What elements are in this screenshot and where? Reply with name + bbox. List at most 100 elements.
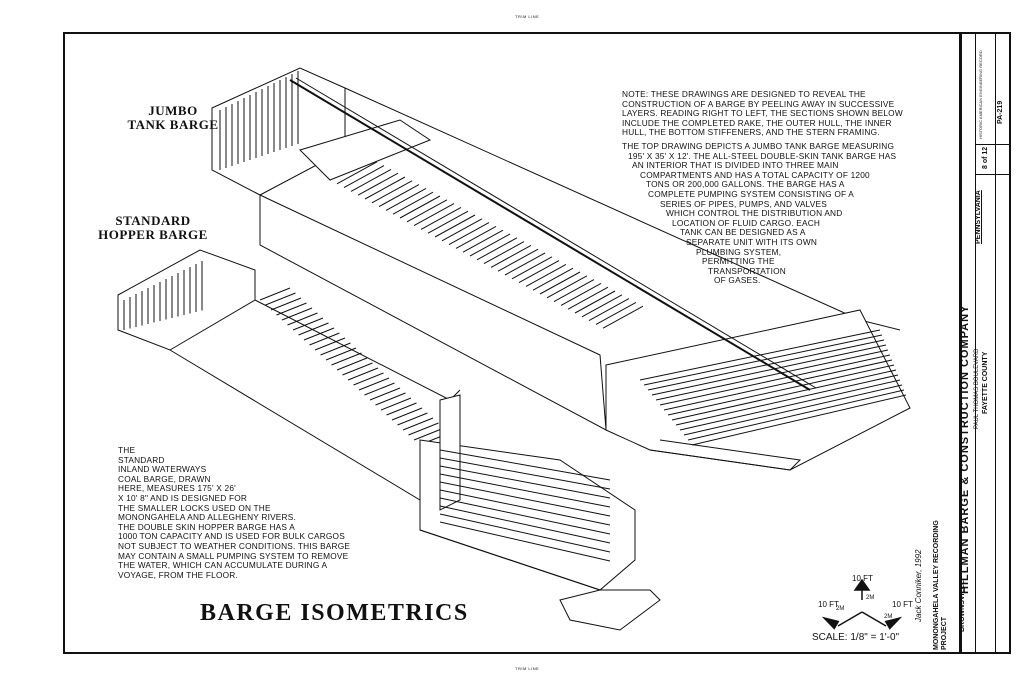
- hopper-rib: [281, 307, 313, 321]
- note-hopper-line: NOT SUBJECT TO WEATHER CONDITIONS. THIS …: [118, 540, 351, 551]
- jumbo-rib: [560, 282, 602, 306]
- note-jumbo-line: LOCATION OF FLUID CARGO. EACH: [672, 217, 821, 228]
- hopper-plank: [439, 513, 611, 553]
- note-hopper-line: COAL BARGE, DRAWN: [118, 473, 211, 484]
- jumbo-rib: [483, 241, 525, 265]
- trim-line-bottom: TRIM LINE: [515, 666, 540, 671]
- jumbo-rib: [574, 290, 616, 314]
- jumbo-rib: [497, 248, 539, 272]
- note-hopper-line: VOYAGE, FROM THE FLOOR.: [118, 569, 239, 580]
- jumbo-rib: [511, 256, 553, 280]
- jumbo-rib: [441, 218, 483, 242]
- hopper-plank: [439, 489, 611, 526]
- scale-m-up: 2M: [866, 595, 875, 601]
- note-jumbo-line: TONS OR 200,000 GALLONS. THE BARGE HAS A: [646, 179, 845, 190]
- scale-arrows: [821, 578, 903, 630]
- note-hopper-line: THE WATER, WHICH CAN ACCUMULATE DURING A: [118, 560, 328, 571]
- note-top-line: HULL, THE BOTTOM STIFFENERS, AND THE STE…: [622, 127, 880, 138]
- hopper-rib: [320, 342, 351, 356]
- jumbo-rib: [588, 298, 630, 322]
- hopper-rib: [342, 362, 373, 376]
- jumbo-rib: [539, 271, 581, 295]
- note-jumbo-line: PERMITTING THE: [702, 256, 775, 267]
- note-jumbo-line: COMPLETE PUMPING SYSTEM CONSISTING OF A: [648, 188, 855, 199]
- jumbo-deck-line: [663, 359, 893, 411]
- hopper-plank: [439, 473, 611, 508]
- jumbo-deck-line: [679, 379, 901, 431]
- jumbo-deck-line: [675, 374, 899, 426]
- note-jumbo-line: AN INTERIOR THAT IS DIVIDED INTO THREE M…: [632, 160, 839, 171]
- hopper-rib: [325, 347, 357, 361]
- hopper-rib: [364, 382, 395, 396]
- note-jumbo-line: SERIES OF PIPES, PUMPS, AND VALVES: [660, 198, 827, 209]
- note-top: NOTE: THESE DRAWINGS ARE DESIGNED TO REV…: [622, 89, 903, 138]
- hopper-rib: [380, 397, 412, 411]
- jumbo-deck-line: [659, 354, 891, 406]
- note-jumbo-line: TANK CAN BE DESIGNED AS A: [680, 227, 806, 238]
- note-hopper-line: STANDARD: [118, 454, 165, 465]
- note-hopper-line: 1000 TON CAPACITY AND IS USED FOR BULK C…: [118, 531, 345, 542]
- hopper-rib: [369, 387, 401, 401]
- note-jumbo-line: WHICH CONTROL THE DISTRIBUTION AND: [666, 208, 843, 219]
- hopper-rib: [353, 372, 384, 386]
- hopper-plank: [439, 481, 611, 517]
- hopper-rib: [402, 417, 434, 431]
- jumbo-rib: [567, 286, 609, 310]
- note-top-line: NOTE: THESE DRAWINGS ARE DESIGNED TO REV…: [622, 89, 866, 99]
- note-jumbo-line: COMPARTMENTS AND HAS A TOTAL CAPACITY OF…: [640, 169, 870, 180]
- jumbo-rib: [518, 260, 560, 284]
- jumbo-rib: [371, 180, 413, 204]
- note-hopper-line: THE: [118, 445, 136, 455]
- jumbo-deck-line: [643, 334, 883, 386]
- note-hopper-line: MONONGAHELA AND ALLEGHENY RIVERS.: [118, 512, 296, 523]
- jumbo-rib: [399, 195, 441, 219]
- jumbo-rib: [406, 199, 448, 223]
- jumbo-tank-barge-label: JUMBO TANK BARGE: [118, 104, 228, 132]
- scale-m-left: 2M: [836, 606, 845, 612]
- jumbo-deck-line: [667, 364, 895, 416]
- note-hopper-line: THE SMALLER LOCKS USED ON THE: [118, 502, 271, 513]
- note-jumbo-line: SEPARATE UNIT WITH ITS OWN: [686, 236, 818, 247]
- jumbo-label-line-2: TANK BARGE: [127, 117, 219, 132]
- jumbo-rib: [532, 267, 574, 291]
- drawing-title: BARGE ISOMETRICS: [200, 600, 469, 626]
- jumbo-rib: [595, 301, 637, 325]
- hopper-rib: [287, 312, 318, 326]
- jumbo-rib: [476, 237, 518, 261]
- hopper-label-line-1: STANDARD: [115, 213, 191, 228]
- hopper-plank: [439, 497, 611, 535]
- jumbo-rib: [420, 206, 462, 230]
- hopper-rib: [336, 357, 368, 371]
- jumbo-rib: [427, 210, 469, 234]
- hopper-rib: [259, 287, 291, 301]
- hopper-plank: [439, 521, 611, 562]
- standard-hopper-barge-drawing: [117, 249, 661, 631]
- hopper-rib: [276, 302, 307, 316]
- note-jumbo-line: THE TOP DRAWING DEPICTS A JUMBO TANK BAR…: [622, 141, 895, 151]
- jumbo-rib: [525, 263, 567, 287]
- note-top-line: INCLUDE THE COMPLETED RAKE, THE OUTER HU…: [622, 117, 892, 128]
- note-hopper-line: MAY CONTAIN A SMALL PUMPING SYSTEM TO RE…: [118, 550, 349, 561]
- hopper-rib: [265, 292, 296, 306]
- title-block: HILLMAN BARGE & CONSTRUCTION COMPANY PAU…: [959, 32, 1011, 654]
- hopper-rib: [391, 407, 423, 421]
- jumbo-rib: [490, 244, 532, 268]
- hopper-rib: [292, 317, 324, 331]
- hopper-rib: [331, 352, 362, 366]
- hopper-rib: [309, 332, 340, 346]
- note-hopper-line: INLAND WATERWAYS: [118, 464, 207, 475]
- scale-up-label: 10 FT: [852, 574, 873, 583]
- note-jumbo-line: TRANSPORTATION: [708, 265, 786, 276]
- hopper-rib: [386, 402, 417, 416]
- hopper-rib: [375, 392, 406, 406]
- hopper-rib: [408, 422, 439, 436]
- hopper-rib: [298, 322, 329, 336]
- jumbo-deck-line: [651, 344, 887, 396]
- hopper-rib: [397, 412, 428, 426]
- note-top-line: LAYERS. READING RIGHT TO LEFT, THE SECTI…: [622, 108, 903, 119]
- hopper-plank: [439, 449, 611, 481]
- hopper-rib: [347, 367, 379, 381]
- note-jumbo-line: 195' X 35' X 12'. THE ALL-STEEL DOUBLE-S…: [628, 150, 897, 161]
